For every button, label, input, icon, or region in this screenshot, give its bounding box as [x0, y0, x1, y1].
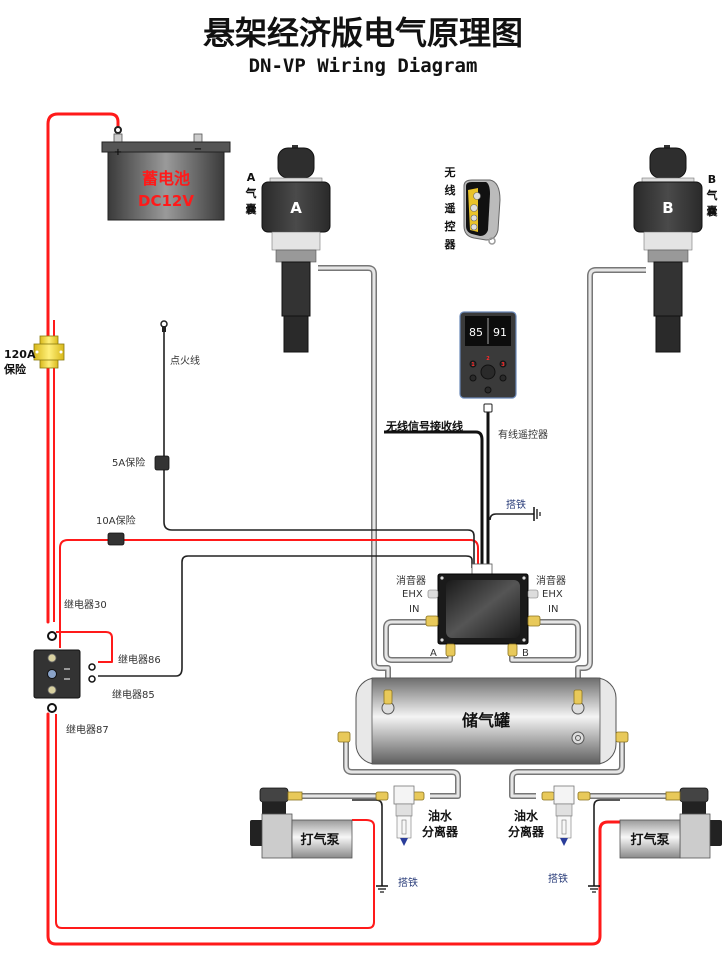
controller-button-label: 2: [486, 356, 490, 362]
battery: + − 蓄电池 DC12V: [101, 126, 231, 221]
fuse-5a-icon: [154, 455, 170, 471]
ground-symbol-icon: [533, 507, 541, 521]
air-tank-label: 储气罐: [461, 711, 510, 730]
air-bag-a-label-2: 气: [245, 186, 257, 200]
controller-button-label: 3: [501, 362, 505, 368]
signal-wires: [98, 330, 620, 886]
port-a-label: A: [430, 648, 437, 659]
wireless-remote-label-2: 线: [445, 183, 456, 197]
wired-controller: 85 91 1 2 3 有线遥控器: [459, 311, 548, 441]
controller-button: [499, 360, 507, 368]
ignition-wire-label: 点火线: [170, 354, 200, 367]
right-separator: 油水 分离器: [508, 785, 591, 846]
wireless-remote-label-3: 遥: [445, 201, 456, 215]
wireless-receiver-label: 无线信号接收线: [385, 419, 463, 433]
main-fuse-rating: 120A: [4, 348, 36, 361]
fuse-10a-icon: [107, 532, 125, 546]
controller-right-reading: 91: [493, 326, 507, 339]
wireless-remote-label-5: 器: [444, 238, 457, 251]
controller-button: [484, 386, 492, 394]
port-b-label: B: [522, 648, 529, 659]
battery-negative-terminal: −: [194, 144, 202, 155]
wireless-remote-label-1: 无: [444, 166, 456, 179]
ignition-wire-group: 点火线 5A保险 10A保险: [96, 320, 200, 546]
left-separator-label-1: 油水: [428, 808, 453, 823]
right-ground-label: 搭铁: [548, 872, 568, 885]
controller-button: [469, 360, 477, 368]
battery-label: 蓄电池: [142, 169, 190, 188]
controller-left-reading: 85: [469, 326, 483, 339]
air-bag-a-letter: A: [290, 199, 302, 217]
relay-85-label: 继电器85: [112, 688, 155, 701]
muffler-left-label: 消音器: [396, 574, 426, 587]
controller-button-label: 1: [471, 362, 475, 368]
fuse-10a-label: 10A保险: [96, 514, 136, 527]
remote-button: [470, 214, 478, 222]
title-english: DN-VP Wiring Diagram: [249, 55, 478, 77]
right-separator-label-2: 分离器: [508, 824, 545, 839]
wireless-remote-label-4: 控: [445, 219, 456, 233]
right-pump-label: 打气泵: [630, 832, 669, 848]
air-tank: 储气罐: [337, 677, 629, 765]
left-pump: 打气泵: [250, 787, 353, 859]
right-pump: 打气泵: [619, 787, 722, 859]
fuse-5a-label: 5A保险: [112, 456, 145, 469]
remote-button: [470, 223, 478, 231]
left-separator-label-2: 分离器: [422, 824, 459, 839]
right-separator-label-1: 油水: [514, 808, 539, 823]
controller-button: [499, 374, 507, 382]
air-bag-b-label-1: B: [708, 173, 716, 186]
relay: 继电器30 继电器86 继电器85 继电器87: [33, 598, 161, 736]
air-bag-b-label-3: 囊: [706, 204, 719, 218]
ground-symbol-icon: [376, 885, 388, 893]
main-fuse-120a: 120A 保险: [3, 335, 65, 376]
title-chinese: 悬架经济版电气原理图: [203, 14, 523, 52]
remote-button: [473, 192, 481, 200]
air-bag-a-label-1: A: [247, 171, 256, 184]
in-left-label: IN: [409, 604, 419, 615]
ehx-right-label: EHX: [542, 589, 563, 600]
valve-block: 消音器 EHX IN 消音器 EHX IN A B: [396, 563, 566, 659]
battery-voltage: DC12V: [138, 192, 194, 210]
remote-button: [470, 204, 478, 212]
left-separator: 油水 分离器: [375, 785, 459, 846]
ground-top-label: 搭铁: [506, 498, 526, 511]
ground-symbol-icon: [588, 885, 600, 893]
in-right-label: IN: [548, 604, 558, 615]
left-pump-label: 打气泵: [300, 832, 339, 848]
air-bag-a: A A 气 囊: [245, 145, 331, 353]
power-wires: [46, 112, 622, 946]
ehx-left-label: EHX: [402, 589, 423, 600]
controller-button: [469, 374, 477, 382]
air-bag-a-label-3: 囊: [245, 202, 258, 216]
air-bag-b-label-2: 气: [706, 188, 718, 202]
relay-86-label: 继电器86: [118, 653, 161, 666]
air-bag-b-letter: B: [662, 199, 673, 217]
main-fuse-label: 保险: [3, 362, 27, 376]
relay-30-label: 继电器30: [64, 598, 107, 611]
left-ground-label: 搭铁: [398, 876, 418, 889]
wireless-remote: 无 线 遥 控 器: [444, 166, 501, 251]
wired-controller-label: 有线遥控器: [498, 428, 548, 441]
air-pipes: [300, 265, 680, 799]
air-bag-b: B B 气 囊: [633, 145, 719, 353]
muffler-right-label: 消音器: [536, 574, 566, 587]
battery-positive-terminal: +: [114, 147, 122, 158]
relay-87-label: 继电器87: [66, 723, 109, 736]
